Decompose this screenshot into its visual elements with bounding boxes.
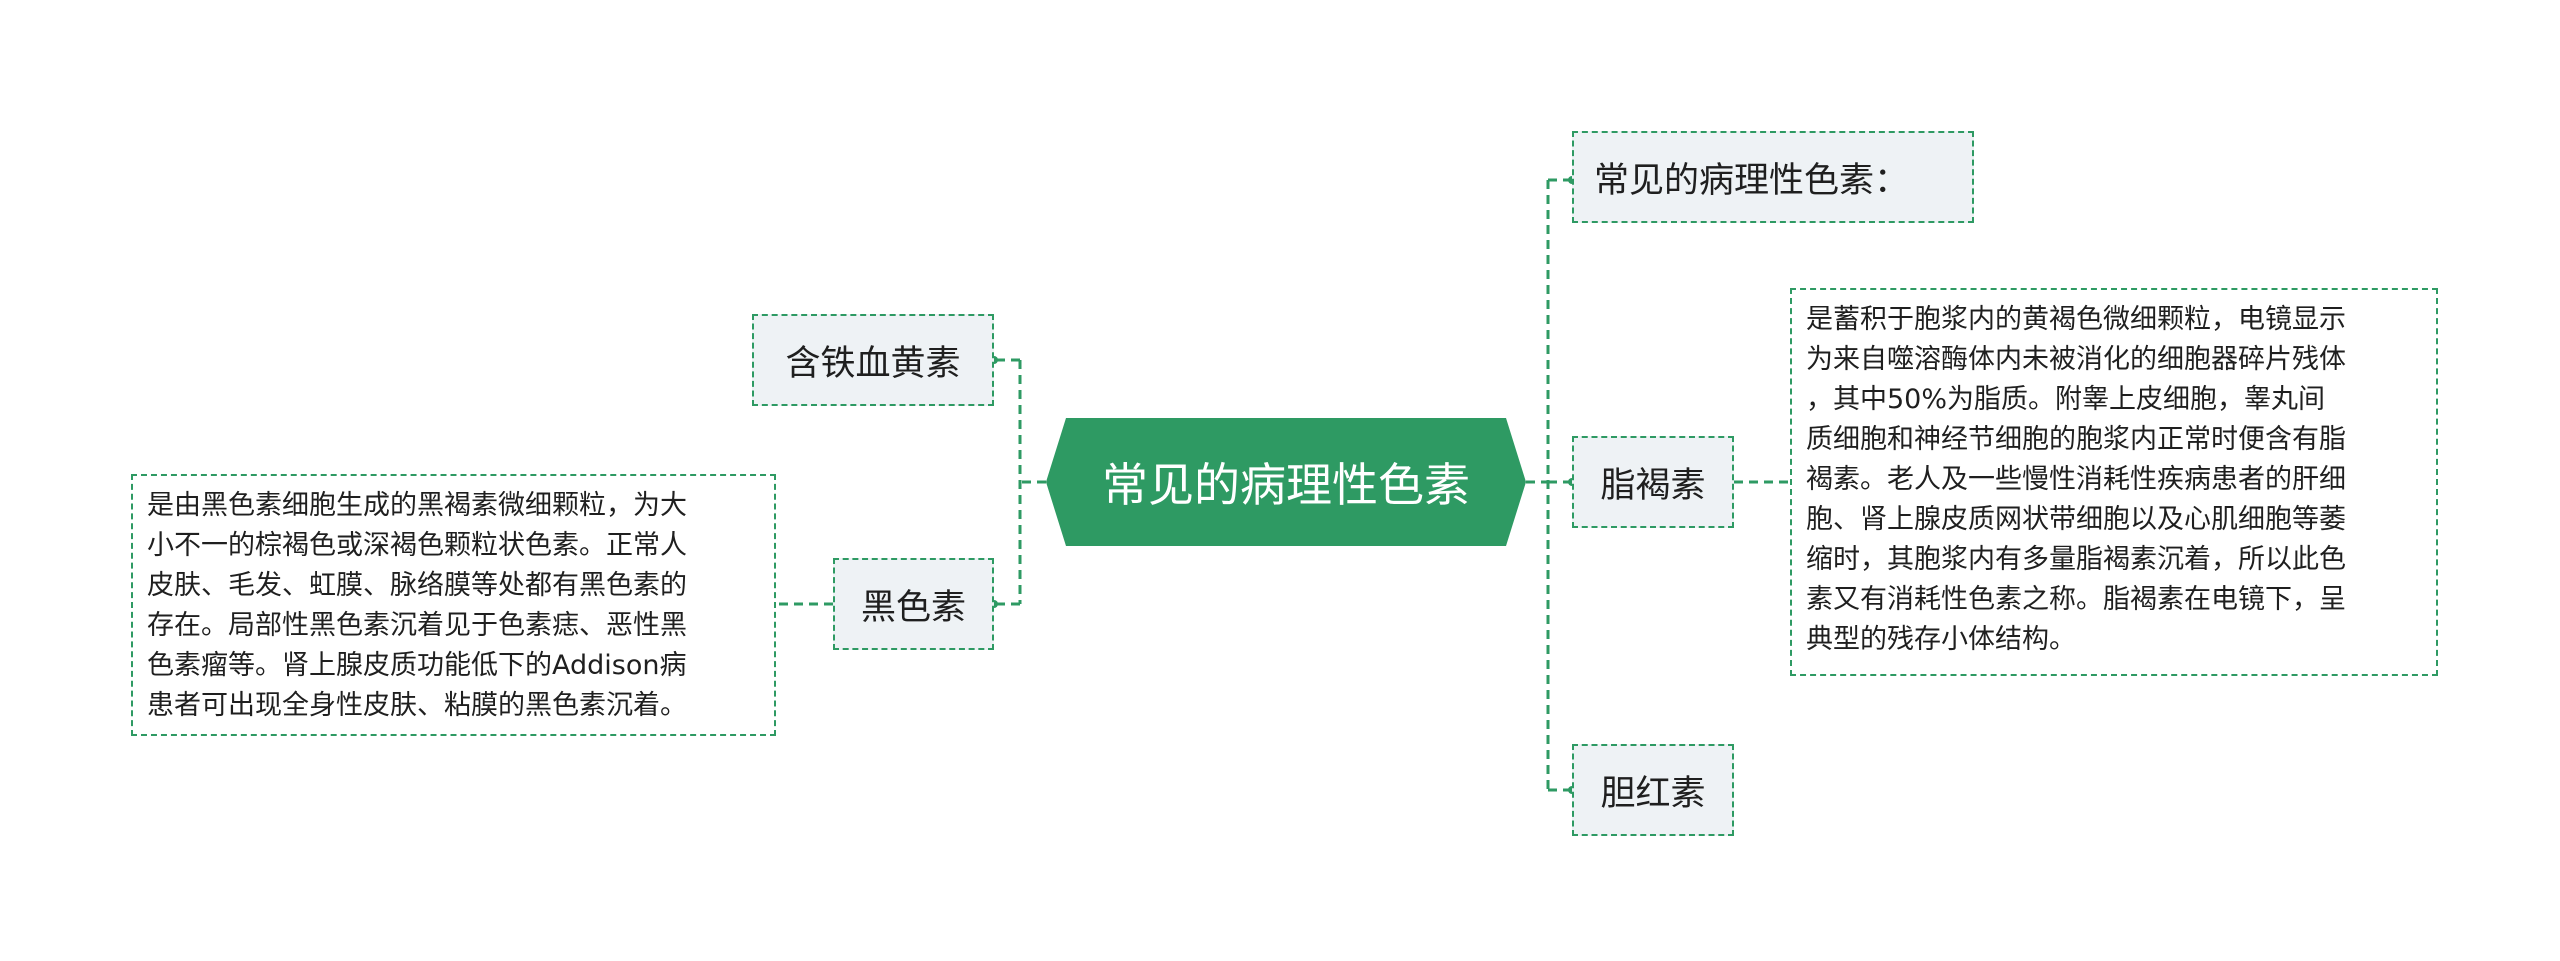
- node-bilirubin-label: 胆红素: [1600, 773, 1706, 814]
- node-bilirubin[interactable]: 胆红素: [1572, 744, 1734, 836]
- node-lipofuscin-label: 脂褐素: [1600, 465, 1706, 506]
- note-lipofuscin-line: 是蓄积于胞浆内的黄褐色微细颗粒，电镜显示: [1806, 304, 2346, 335]
- note-lipofuscin-line: 褐素。老人及一些慢性消耗性疾病患者的肝细: [1806, 464, 2346, 495]
- note-lipofuscin-line: 素又有消耗性色素之称。脂褐素在电镜下，呈: [1806, 584, 2346, 615]
- node-common-pigments-title-label: 常见的病理性色素：: [1594, 160, 1910, 201]
- note-melanin-line: 皮肤、毛发、虹膜、脉络膜等处都有黑色素的: [147, 570, 687, 601]
- note-melanin-line: 存在。局部性黑色素沉着见于色素痣、恶性黑: [147, 610, 687, 641]
- node-hemosiderin-label: 含铁血黄素: [785, 343, 961, 384]
- node-melanin-label: 黑色素: [860, 587, 966, 628]
- root-node[interactable]: 常见的病理性色素: [1046, 418, 1526, 546]
- node-hemosiderin[interactable]: 含铁血黄素: [752, 314, 994, 406]
- note-lipofuscin-line: 胞、肾上腺皮质网状带细胞以及心肌细胞等萎: [1806, 504, 2346, 535]
- root-label: 常见的病理性色素: [1102, 458, 1470, 512]
- note-melanin-line: 患者可出现全身性皮肤、粘膜的黑色素沉着。: [147, 690, 687, 721]
- node-melanin[interactable]: 黑色素: [833, 558, 994, 650]
- note-lipofuscin-line: 质细胞和神经节细胞的胞浆内正常时便含有脂: [1806, 424, 2346, 455]
- note-melanin-line: 是由黑色素细胞生成的黑褐素微细颗粒，为大: [147, 490, 687, 521]
- node-lipofuscin[interactable]: 脂褐素: [1572, 436, 1734, 528]
- note-melanin-line: 色素瘤等。肾上腺皮质功能低下的Addison病: [147, 650, 687, 681]
- note-melanin: 是由黑色素细胞生成的黑褐素微细颗粒，为大 小不一的棕褐色或深褐色颗粒状色素。正常…: [131, 474, 776, 736]
- root-hexagon: [1046, 418, 1526, 546]
- note-melanin-line: 小不一的棕褐色或深褐色颗粒状色素。正常人: [147, 530, 687, 561]
- node-common-pigments-title[interactable]: 常见的病理性色素：: [1572, 131, 1974, 223]
- note-lipofuscin-line: 为来自噬溶酶体内未被消化的细胞器碎片残体: [1806, 344, 2346, 375]
- note-lipofuscin-line: 缩时，其胞浆内有多量脂褐素沉着，所以此色: [1806, 544, 2346, 575]
- note-lipofuscin-line: 典型的残存小体结构。: [1806, 624, 2076, 655]
- note-lipofuscin: 是蓄积于胞浆内的黄褐色微细颗粒，电镜显示 为来自噬溶酶体内未被消化的细胞器碎片残…: [1790, 288, 2438, 676]
- note-lipofuscin-line: ，其中50%为脂质。附睾上皮细胞，睾丸间: [1806, 384, 2326, 415]
